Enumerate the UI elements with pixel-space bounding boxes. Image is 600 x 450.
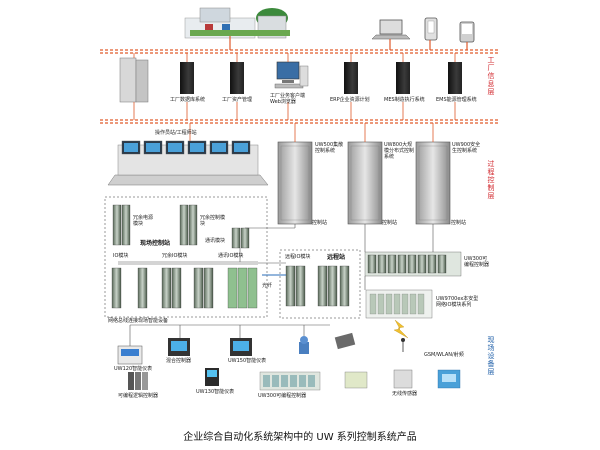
redundant-power-label: 冗余电源模块 (133, 215, 154, 227)
sensor-module-icon (344, 371, 368, 389)
field-devices (117, 332, 461, 391)
cabinet-links (364, 224, 434, 290)
operator-consoles (107, 123, 269, 186)
device-label-uw120: UW120智能仪表 (114, 366, 153, 372)
phone-icon (424, 17, 438, 41)
layer-label-factory-info: 工厂信息层 (487, 56, 495, 96)
control-network-bus (100, 102, 500, 124)
remote-station-title: 远程站 (327, 254, 346, 261)
laptop-icon (371, 19, 411, 40)
field-bus-label: 网络总线连接现场智能设备 (108, 318, 169, 324)
transmitter-icon (299, 336, 309, 354)
workstation-pc-icon (274, 61, 309, 89)
uw300-rack (364, 251, 462, 277)
device-label-uw150: UW150智能仪表 (228, 358, 267, 364)
uw300-modules-icon (259, 371, 321, 391)
comm-module-label: 通讯模块 (205, 238, 226, 244)
redundant-io-label: 冗余IO模块 (162, 253, 188, 259)
factory-building-icon (184, 7, 290, 39)
redundant-control-label: 冗余控制模块 (200, 215, 226, 227)
wireless-sensor-icon (393, 338, 413, 389)
field-station-box (104, 196, 268, 318)
diagram-caption: 企业综合自动化系统架构中的 UW 系列控制系统产品 (183, 432, 417, 443)
comm-io-label: 通讯IO模块 (218, 253, 244, 259)
server-label-database: 工厂数据库系统 (170, 97, 206, 103)
fiber-label: 光纤 (262, 283, 273, 289)
layer-label-process-control: 过程控制层 (487, 160, 495, 200)
device-label-plc: 可编程逻辑控制器 (118, 393, 159, 399)
field-station-modules (111, 204, 350, 309)
server-tower-3 (344, 62, 358, 94)
gsm-device-icon (437, 369, 461, 389)
server-label-erp: ERP企业资源计划 (330, 97, 370, 103)
junction-box-icon (334, 332, 356, 350)
io-module-label: IO模块 (113, 253, 129, 259)
server-tower-5 (448, 62, 462, 94)
device-label-mixed: 混合控制器 (166, 358, 192, 364)
field-bus-lines (118, 224, 296, 276)
layer-label-field-device: 现场设备层 (487, 336, 495, 376)
pda-icon (459, 21, 475, 43)
server-label-asset: 工厂资产管理 (222, 97, 253, 103)
cabinet-desc-uw800: UW800大规模分布式控制系统 (384, 142, 415, 160)
server-label-mes: MES制造执行系统 (384, 97, 425, 103)
cabinet-name-1: 控制站 (312, 220, 328, 226)
device-label-uw130: UW130智能仪表 (196, 389, 235, 395)
servers-row (119, 57, 462, 103)
cabinet-desc-uw500: UW500集散控制系统 (315, 142, 344, 154)
device-label-wireless: 无线传感器 (392, 391, 418, 397)
server-tower-1 (180, 62, 194, 94)
plc-icon (128, 372, 148, 390)
cabinet-desc-uw900: UW900安全生控制系统 (452, 142, 481, 154)
wireless-link-icon (393, 319, 409, 339)
cabinet-name-2: 控制站 (382, 220, 398, 226)
operator-station-label: 操作员站/工程师站 (155, 130, 197, 136)
uw300-cabinet-label: UW300可编程控制器 (464, 256, 490, 268)
cabinet-name-3: 控制站 (451, 220, 467, 226)
uw700-rack (365, 289, 433, 319)
remote-station-box (279, 249, 361, 319)
server-tower-2 (230, 62, 244, 94)
device-label-gsm: GSM/WLAN/射频 (424, 352, 464, 358)
server-tower-4 (396, 62, 410, 94)
server-label-web-client: 工厂业务客户端Web浏览器 (270, 93, 306, 105)
remote-io-label: 远程IO模块 (285, 254, 311, 260)
factory-network-bus (100, 36, 500, 54)
control-cabinets (277, 123, 451, 225)
server-connectors (133, 53, 456, 62)
field-station-title: 现场控制站 (140, 240, 171, 247)
device-bus-lines (129, 324, 330, 346)
server-label-ems: EMS能源管理系统 (436, 97, 477, 103)
storage-cabinet-icon (119, 57, 149, 103)
uw700-label: UW9700ex本安型网络IO模块系列 (436, 296, 479, 308)
device-label-uw300: UW300可编程控制器 (258, 393, 307, 399)
